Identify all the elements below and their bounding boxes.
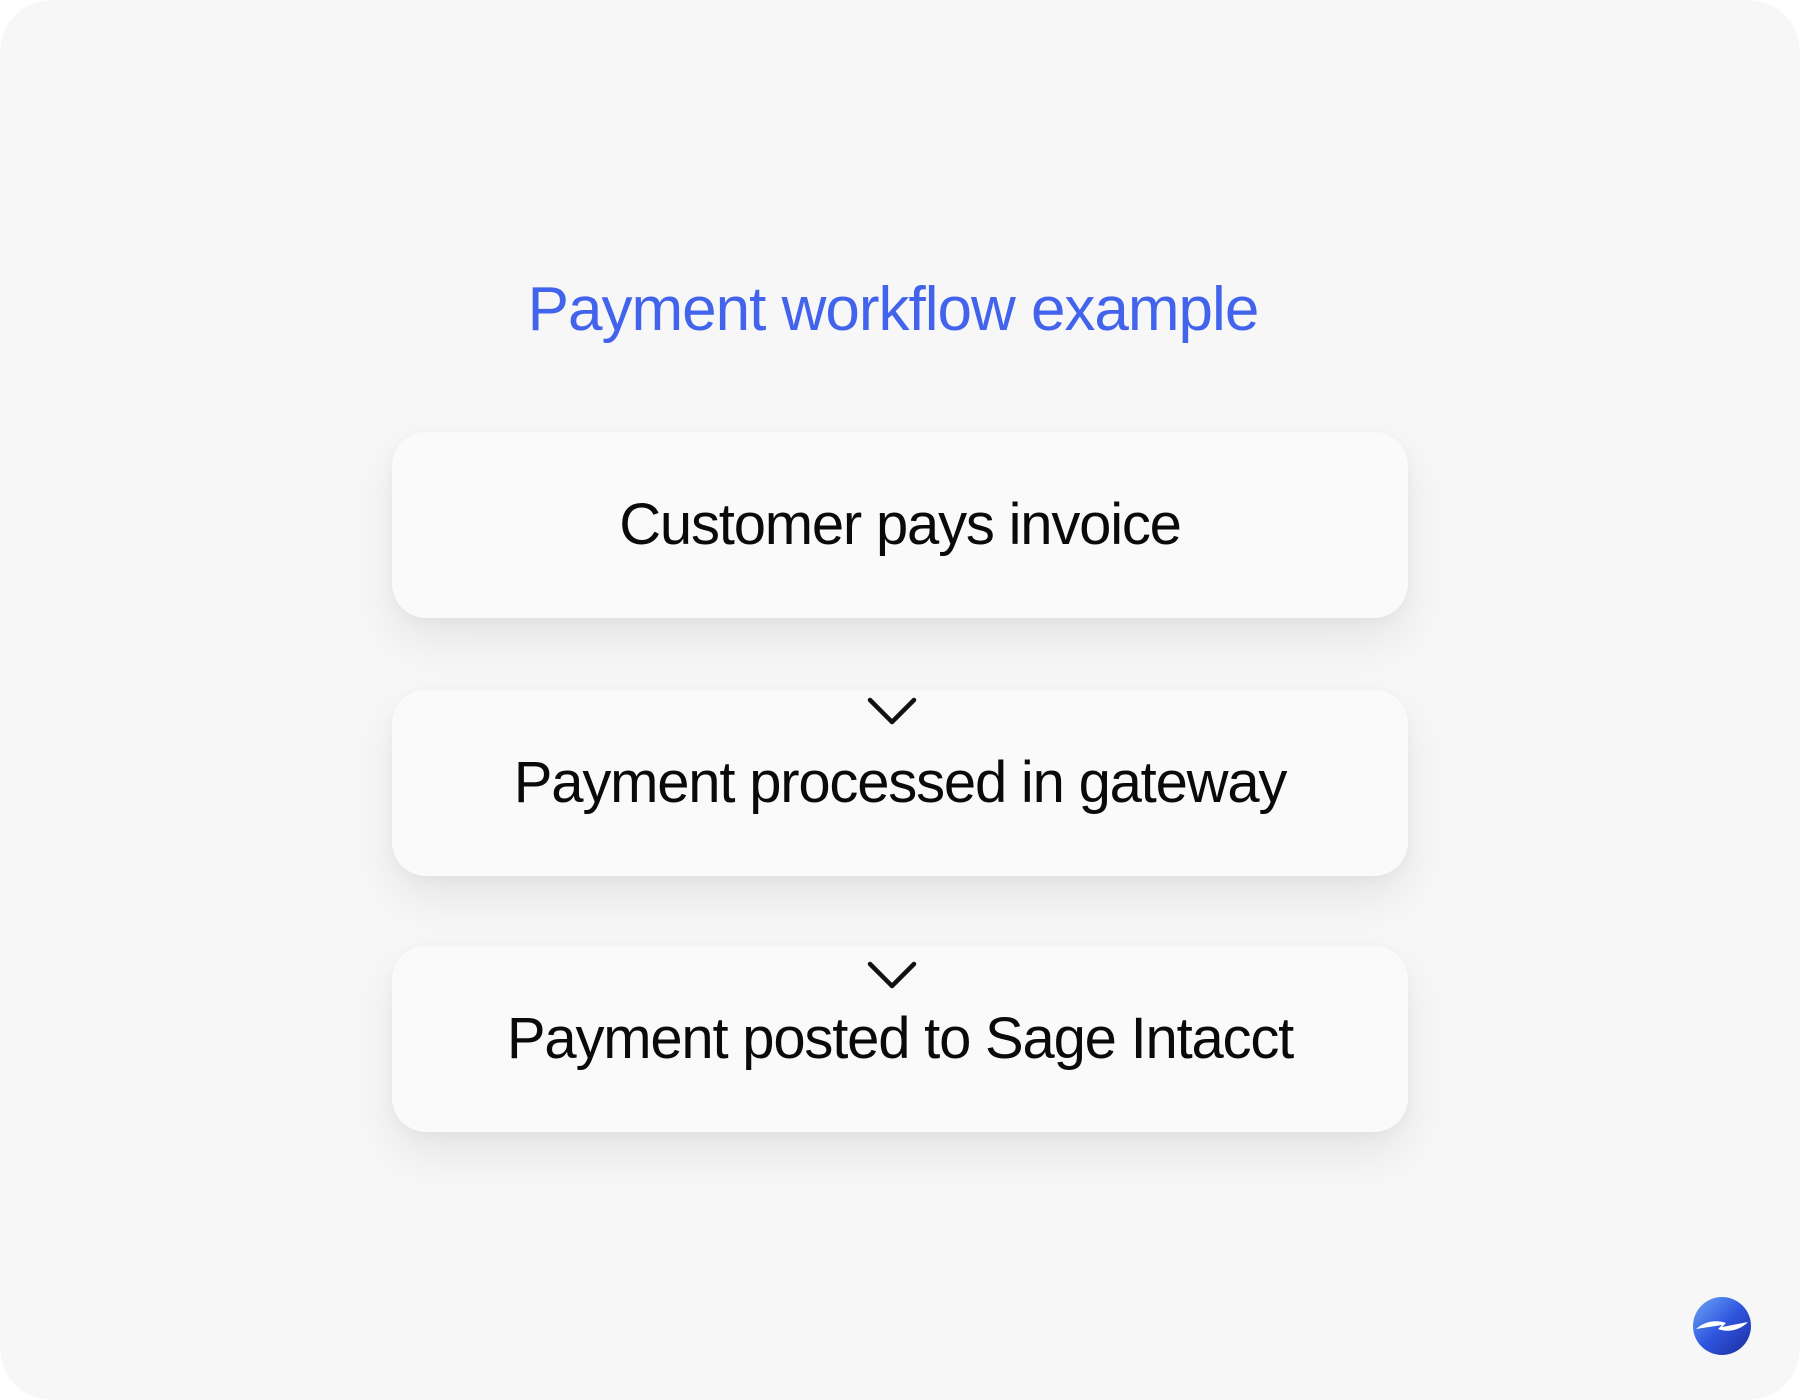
step-card-payment-processed: Payment processed in gateway xyxy=(392,690,1408,876)
down-arrow-icon xyxy=(867,893,917,989)
step-label: Customer pays invoice xyxy=(619,492,1182,557)
step-card-payment-posted: Payment posted to Sage Intacct xyxy=(392,946,1408,1132)
brand-logo-icon xyxy=(1693,1297,1751,1355)
down-arrow-icon xyxy=(867,629,917,725)
step-label: Payment processed in gateway xyxy=(513,750,1288,815)
step-label: Payment posted to Sage Intacct xyxy=(506,1006,1294,1071)
diagram-title: Payment workflow example xyxy=(527,275,1260,344)
step-card-customer-pays: Customer pays invoice xyxy=(392,432,1408,618)
